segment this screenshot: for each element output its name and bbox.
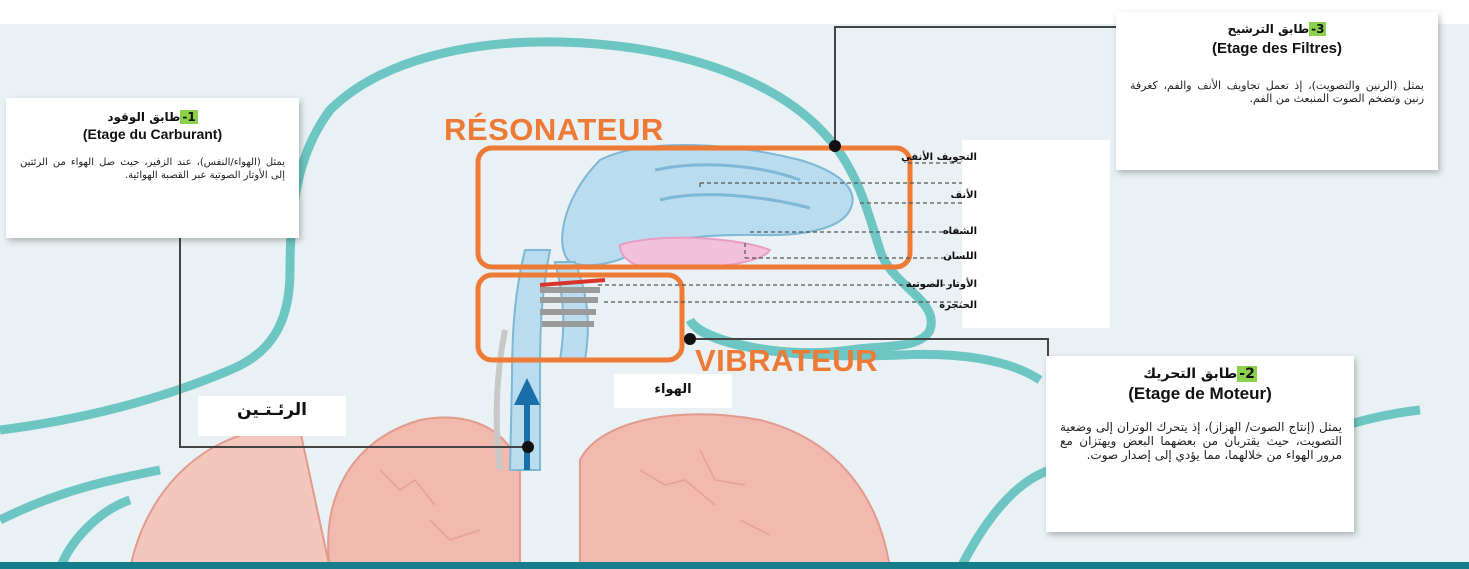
fuel-stage-title-fr: (Etage du Carburant) <box>6 126 299 142</box>
connector-dot-filters <box>829 140 841 152</box>
organ-label-nasal-cavity: التجويف الأنفي <box>901 152 977 163</box>
organ-label-nose: الأنف <box>950 190 977 201</box>
connector-dot-fuel <box>522 441 534 453</box>
filters-stage-title: 3-طابق الترشيح <box>1116 22 1438 36</box>
organ-label-tongue: اللسان <box>943 251 977 262</box>
vocal-cords <box>540 280 605 285</box>
left-lung-outer <box>130 429 330 569</box>
tongue <box>620 238 770 269</box>
organ-label-lips: الشفاه <box>943 226 977 237</box>
filters-stage-box: 3-طابق الترشيح (Etage des Filtres) يمثل … <box>1116 12 1438 170</box>
lungs-label: الرئـتـين <box>198 400 346 420</box>
fuel-stage-box: 1-طابق الوقود (Etage du Carburant) يمثل … <box>6 98 299 238</box>
motor-stage-title-ar: طابق التحريك <box>1143 366 1237 382</box>
arm-outline <box>960 470 1050 569</box>
bottom-bar <box>0 562 1469 569</box>
air-label: الهواء <box>614 382 732 397</box>
organ-label-vocal-cords: الأوتار الصوتية <box>906 279 977 290</box>
filters-stage-title-fr: (Etage des Filtres) <box>1116 40 1438 57</box>
organ-labels-panel <box>962 140 1110 328</box>
filters-stage-description: يمثل (الرنين والتصويت)، إذ تعمل تجاويف ا… <box>1130 79 1424 105</box>
fuel-stage-description: يمثل (الهواء/النفس)، عند الزفير، حيث صل … <box>20 156 285 182</box>
fuel-stage-number: 1- <box>180 110 197 124</box>
fuel-stage-title-ar: طابق الوقود <box>107 110 180 124</box>
left-shoulder-outline <box>0 470 160 520</box>
fuel-stage-title: 1-طابق الوقود <box>6 110 299 124</box>
motor-stage-number: 2- <box>1237 366 1257 382</box>
motor-stage-description: يمثل (إنتاج الصوت/ الهزاز)، إذ يتحرك الو… <box>1060 420 1342 462</box>
filters-stage-title-ar: طابق الترشيح <box>1228 22 1310 36</box>
left-lung <box>328 417 520 569</box>
motor-stage-title: 2-طابق التحريك <box>1046 366 1354 382</box>
arm-outline-left <box>60 500 130 569</box>
motor-stage-box: 2-طابق التحريك (Etage de Moteur) يمثل (إ… <box>1046 356 1354 532</box>
organ-label-larynx: الحنجرة <box>939 300 977 311</box>
right-lung <box>580 414 890 569</box>
filters-stage-number: 3- <box>1309 22 1326 36</box>
motor-stage-title-fr: (Etage de Moteur) <box>1046 384 1354 404</box>
resonator-label: RÉSONATEUR <box>444 112 664 148</box>
